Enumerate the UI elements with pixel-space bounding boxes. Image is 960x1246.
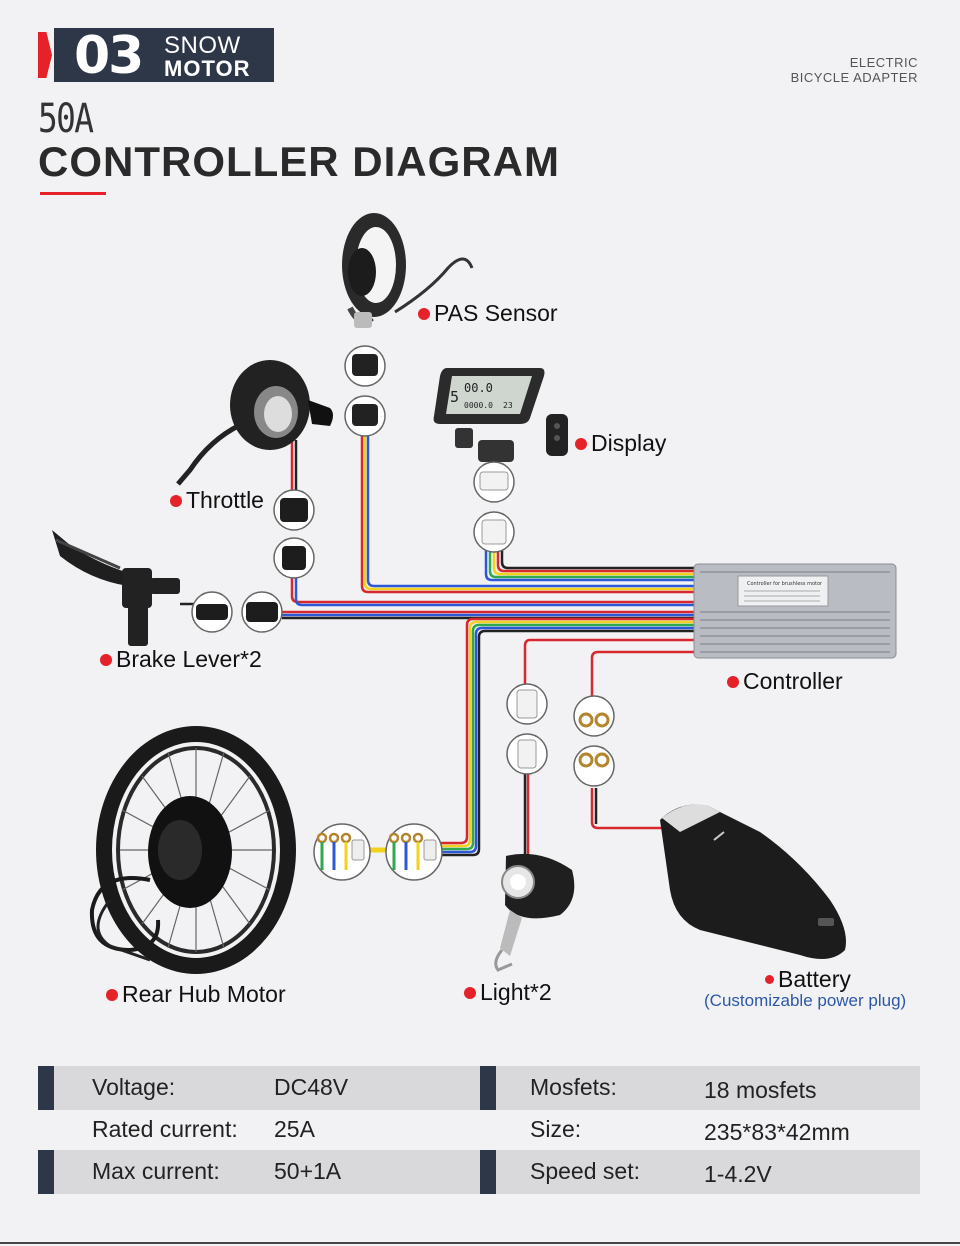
light-wires [523,638,695,860]
brand-logo: 03 SNOW MOTOR [38,26,274,86]
brake-lever-label: Brake Lever*2 [100,646,262,673]
brake-connectors [191,591,283,633]
section-number: 03 [74,26,144,86]
rear-hub-motor-text: Rear Hub Motor [122,981,286,1007]
pas-wires [360,430,695,594]
rear-hub-motor-illustration [89,726,296,974]
spec-value-mosfets: 18 mosfets [704,1077,817,1103]
display-speed-readout: 00.0 [464,381,493,395]
throttle-dot [170,494,182,507]
spec-label-rated-current: Rated current: [92,1116,238,1142]
pas-sensor-illustration [342,213,474,328]
throttle-label: Throttle [170,487,264,514]
light-label: Light*2 [464,979,552,1006]
logo-background [54,28,274,82]
spec-value-size: 235*83*42mm [704,1119,850,1145]
spec-value-max-current: 50+1A [274,1158,342,1184]
rear-hub-motor-dot [106,988,118,1001]
display-wires [484,548,695,582]
battery-note: (Customizable power plug) [704,991,907,1010]
brake-lever-dot [100,653,112,666]
adapter-line-1: ELECTRIC [849,55,918,70]
row-marker-right [480,1066,496,1110]
throttle-wires [290,440,695,607]
spec-value-voltage: DC48V [274,1074,349,1100]
spec-value-rated-current: 25A [274,1116,315,1142]
controller-plate-text: Controller for brushless motor [747,581,823,587]
display-label: Display [575,430,666,457]
adapter-line-2: BICYCLE ADAPTER [790,70,918,85]
light-illustration [494,853,575,972]
page-title: CONTROLLER DIAGRAM [38,138,560,185]
battery-text: Battery [778,966,851,992]
specs-row-2: Rated current: 25A Size: 235*83*42mm [38,1108,920,1150]
battery-illustration [660,804,846,959]
display-mode-readout: 5 [450,388,459,406]
specs-row-1: Voltage: DC48V Mosfets: 18 mosfets [38,1066,920,1110]
display-illustration: 5 00.0 0000.0 23 [433,368,568,462]
row-marker-right [480,1150,496,1194]
wire-bundles [180,430,695,860]
spec-label-voltage: Voltage: [92,1074,176,1100]
throttle-illustration [176,360,333,486]
display-odometer-readout: 0000.0 [464,401,493,410]
motor-connectors [313,823,443,881]
spec-label-mosfets: Mosfets: [530,1074,617,1100]
adapter-caption: ELECTRIC BICYCLE ADAPTER [791,55,918,85]
display-dot [575,437,587,450]
pas-sensor-text: PAS Sensor [434,300,558,326]
throttle-connectors [273,489,315,579]
wiring-diagram: 5 00.0 0000.0 23 [0,200,960,1040]
light-dot [464,986,476,999]
row-marker-left [38,1066,54,1110]
display-connectors [473,461,515,553]
pas-connectors [344,345,386,437]
battery-connectors [573,695,615,787]
controller-dot [727,675,739,688]
light-text: Light*2 [480,979,552,1005]
display-text: Display [591,430,667,456]
battery-dot [765,975,774,984]
pas-sensor-dot [418,307,430,320]
rear-hub-motor-label: Rear Hub Motor [106,981,286,1008]
brake-lever-illustration [52,530,180,646]
specs-row-3: Max current: 50+1A Speed set: 1-4.2V [38,1150,920,1194]
spec-label-size: Size: [530,1116,582,1142]
controller-illustration: Controller for brushless motor [693,563,897,659]
spec-value-speed-set: 1-4.2V [704,1161,772,1187]
title-underline [40,192,106,195]
logo-red-tab [38,32,52,78]
throttle-text: Throttle [186,487,264,513]
display-trip-readout: 23 [503,401,513,410]
row-marker-left [38,1150,54,1194]
controller-label: Controller [727,668,843,695]
bottom-divider [0,1242,960,1244]
pas-sensor-label: PAS Sensor [418,300,558,327]
controller-text: Controller [743,668,843,694]
spec-label-speed-set: Speed set: [530,1158,640,1184]
spec-label-max-current: Max current: [92,1158,220,1184]
motor-wires [370,617,695,857]
wiring-svg: 5 00.0 0000.0 23 [52,213,897,974]
brake-lever-text: Brake Lever*2 [116,646,262,672]
specs-table: Voltage: DC48V Mosfets: 18 mosfets Rated… [38,1066,920,1194]
brand-word-bottom: MOTOR [164,56,251,81]
light-connectors [506,683,548,775]
brand-word-top: SNOW [164,32,241,59]
battery-wires [590,650,695,830]
amperage-heading: 50A [38,96,94,142]
battery-label: Battery [765,966,851,993]
